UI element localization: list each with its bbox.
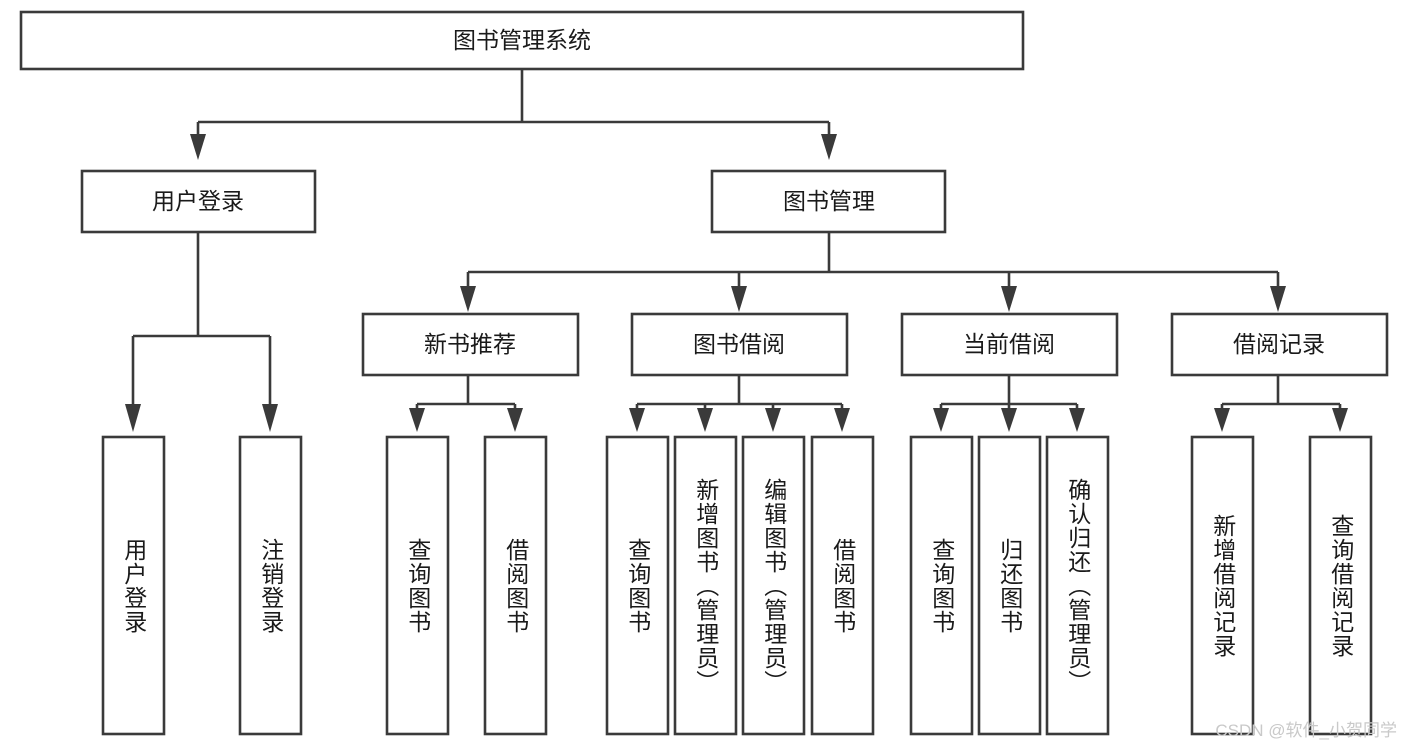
node-leaf-borrow-book-2[interactable] xyxy=(810,435,875,736)
node-leaf-user-login[interactable] xyxy=(101,435,166,736)
node-book-borrow[interactable] xyxy=(630,312,849,377)
arrowhead-leaf-10 xyxy=(1001,408,1017,432)
node-root-label: 图书管理系统 xyxy=(453,27,591,53)
arrowhead-book-manage xyxy=(821,134,837,160)
arrowhead-leaf-1 xyxy=(125,404,141,432)
arrowhead-new-book xyxy=(460,286,476,312)
node-current-borrow-label: 当前借阅 xyxy=(963,331,1055,357)
node-book-manage-label: 图书管理 xyxy=(783,188,875,214)
node-current-borrow[interactable] xyxy=(900,312,1119,377)
connector-group-root xyxy=(190,69,837,160)
node-new-book-recommend[interactable] xyxy=(361,312,580,377)
arrowhead-current-borrow xyxy=(1001,286,1017,312)
node-book-borrow-label: 图书借阅 xyxy=(693,331,785,357)
arrowhead-leaf-12 xyxy=(1214,408,1230,432)
csdn-watermark: CSDN @软件_小贺同学 xyxy=(1215,721,1397,740)
arrowhead-leaf-3 xyxy=(409,408,425,432)
node-root[interactable] xyxy=(19,10,1025,71)
arrowhead-leaf-13 xyxy=(1332,408,1348,432)
node-new-book-recommend-label: 新书推荐 xyxy=(424,331,516,357)
arrowhead-book-borrow xyxy=(731,286,747,312)
arrowhead-leaf-8 xyxy=(834,408,850,432)
arrowhead-borrow-record xyxy=(1270,286,1286,312)
node-borrow-record-label: 借阅记录 xyxy=(1233,331,1325,357)
connector-group-book-borrow xyxy=(629,375,850,432)
connector-group-new-book xyxy=(409,375,523,432)
node-leaf-query-borrow-record[interactable] xyxy=(1308,435,1373,736)
connector-group-borrow-record xyxy=(1214,375,1348,432)
node-leaf-return-book[interactable] xyxy=(977,435,1042,736)
node-leaf-add-borrow-record[interactable] xyxy=(1190,435,1255,736)
node-borrow-record[interactable] xyxy=(1170,312,1389,377)
node-leaf-borrow-book-1[interactable] xyxy=(483,435,548,736)
arrowhead-leaf-6 xyxy=(697,408,713,432)
node-leaf-add-book[interactable] xyxy=(673,435,738,736)
arrowhead-leaf-7 xyxy=(765,408,781,432)
connector-group-book-manage xyxy=(460,232,1286,312)
node-leaf-query-book-3[interactable] xyxy=(909,435,974,736)
arrowhead-leaf-11 xyxy=(1069,408,1085,432)
arrowhead-leaf-9 xyxy=(933,408,949,432)
node-leaf-query-book-1[interactable] xyxy=(385,435,450,736)
node-leaf-confirm-return[interactable] xyxy=(1045,435,1110,736)
node-leaf-query-book-2[interactable] xyxy=(605,435,670,736)
connector-group-user-login xyxy=(125,232,278,432)
arrowhead-leaf-5 xyxy=(629,408,645,432)
node-user-login[interactable] xyxy=(80,169,317,234)
node-leaf-logout[interactable] xyxy=(238,435,303,736)
node-user-login-label: 用户登录 xyxy=(152,188,244,214)
arrowhead-leaf-4 xyxy=(507,408,523,432)
connector-group-current-borrow xyxy=(933,375,1085,432)
arrowhead-user-login xyxy=(190,134,206,160)
arrowhead-leaf-2 xyxy=(262,404,278,432)
node-book-manage[interactable] xyxy=(710,169,947,234)
node-leaf-edit-book[interactable] xyxy=(741,435,806,736)
